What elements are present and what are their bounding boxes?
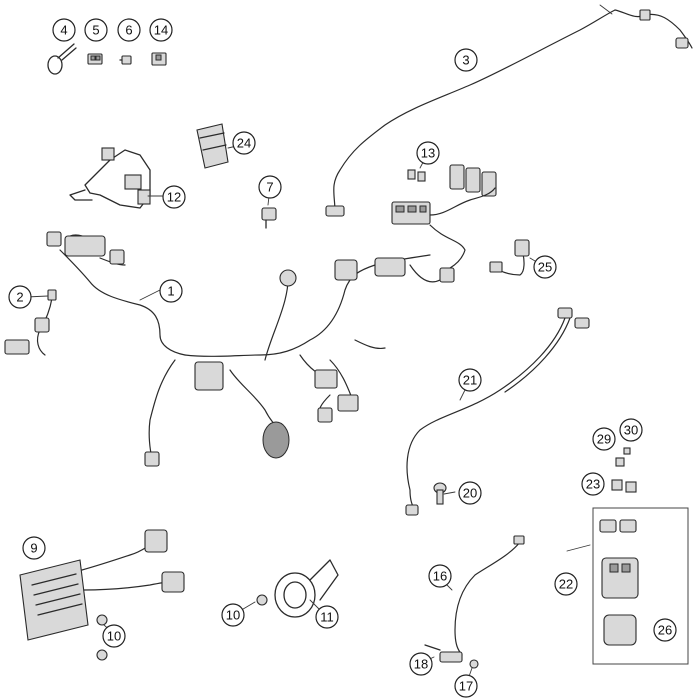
callout-10-a: 10 xyxy=(221,603,245,627)
callout-12: 12 xyxy=(162,185,186,209)
part-bracket-12 xyxy=(69,147,151,209)
svg-text:6: 6 xyxy=(125,23,132,38)
callout-29: 29 xyxy=(592,427,616,451)
leader-lines xyxy=(25,142,591,686)
svg-text:21: 21 xyxy=(463,373,477,388)
svg-text:13: 13 xyxy=(421,146,435,161)
callout-23: 23 xyxy=(581,472,605,496)
svg-text:2: 2 xyxy=(16,290,23,305)
callout-14: 14 xyxy=(149,18,173,42)
part-sensor-2 xyxy=(4,289,57,356)
svg-text:3: 3 xyxy=(462,53,469,68)
svg-text:29: 29 xyxy=(597,432,611,447)
part-cable-3 xyxy=(325,4,693,217)
callout-24: 24 xyxy=(232,131,256,155)
part-small-fasteners xyxy=(611,447,637,493)
callout-21: 21 xyxy=(458,368,482,392)
callout-18: 18 xyxy=(409,652,433,676)
callout-3: 3 xyxy=(454,48,478,72)
callout-20: 20 xyxy=(458,481,482,505)
callout-7: 7 xyxy=(258,175,282,199)
svg-text:17: 17 xyxy=(459,679,473,694)
callout-22: 22 xyxy=(554,572,578,596)
callout-4: 4 xyxy=(52,18,76,42)
part-battery-cable-16 xyxy=(424,535,525,669)
svg-text:18: 18 xyxy=(414,657,428,672)
part-cable-tie xyxy=(47,43,77,75)
part-screw-20 xyxy=(433,482,447,505)
svg-text:23: 23 xyxy=(586,477,600,492)
callout-2: 2 xyxy=(8,285,32,309)
part-connector-25 xyxy=(489,239,530,276)
svg-text:11: 11 xyxy=(320,610,334,625)
svg-text:4: 4 xyxy=(60,23,67,38)
callout-26: 26 xyxy=(653,618,677,642)
callout-6: 6 xyxy=(117,18,141,42)
part-starter-relay-group xyxy=(592,507,689,665)
callout-10-b: 10 xyxy=(102,624,126,648)
callout-5: 5 xyxy=(84,18,108,42)
svg-text:22: 22 xyxy=(559,577,573,592)
svg-text:12: 12 xyxy=(167,190,181,205)
svg-text:10: 10 xyxy=(226,608,240,623)
part-fuse-box-cover xyxy=(196,123,229,169)
part-bulb xyxy=(119,55,132,65)
callout-16: 16 xyxy=(428,564,452,588)
callout-25: 25 xyxy=(533,255,557,279)
callout-1: 1 xyxy=(159,279,183,303)
svg-text:30: 30 xyxy=(624,423,638,438)
svg-text:9: 9 xyxy=(30,541,37,556)
svg-text:14: 14 xyxy=(154,23,168,38)
part-main-harness xyxy=(46,231,455,467)
callout-17: 17 xyxy=(454,674,478,698)
callouts: 4 5 6 14 3 24 13 12 xyxy=(8,18,677,698)
callout-30: 30 xyxy=(619,418,643,442)
svg-text:26: 26 xyxy=(658,623,672,638)
callout-13: 13 xyxy=(416,141,440,165)
part-connector-cluster xyxy=(391,164,497,269)
svg-text:5: 5 xyxy=(92,23,99,38)
part-connector-small xyxy=(87,53,103,65)
part-plug-14 xyxy=(151,52,167,66)
part-voltage-regulator xyxy=(19,529,185,641)
part-ground-cable-21 xyxy=(405,307,590,516)
part-bolts-10 xyxy=(96,594,268,661)
svg-text:25: 25 xyxy=(538,260,552,275)
part-horn-11 xyxy=(274,559,339,618)
svg-text:7: 7 xyxy=(266,180,273,195)
part-relay-7 xyxy=(261,207,277,229)
svg-text:16: 16 xyxy=(433,569,447,584)
svg-text:24: 24 xyxy=(237,136,251,151)
callout-9: 9 xyxy=(22,536,46,560)
svg-text:10: 10 xyxy=(107,629,121,644)
svg-text:20: 20 xyxy=(463,486,477,501)
callout-11: 11 xyxy=(315,605,339,629)
svg-text:1: 1 xyxy=(167,284,174,299)
